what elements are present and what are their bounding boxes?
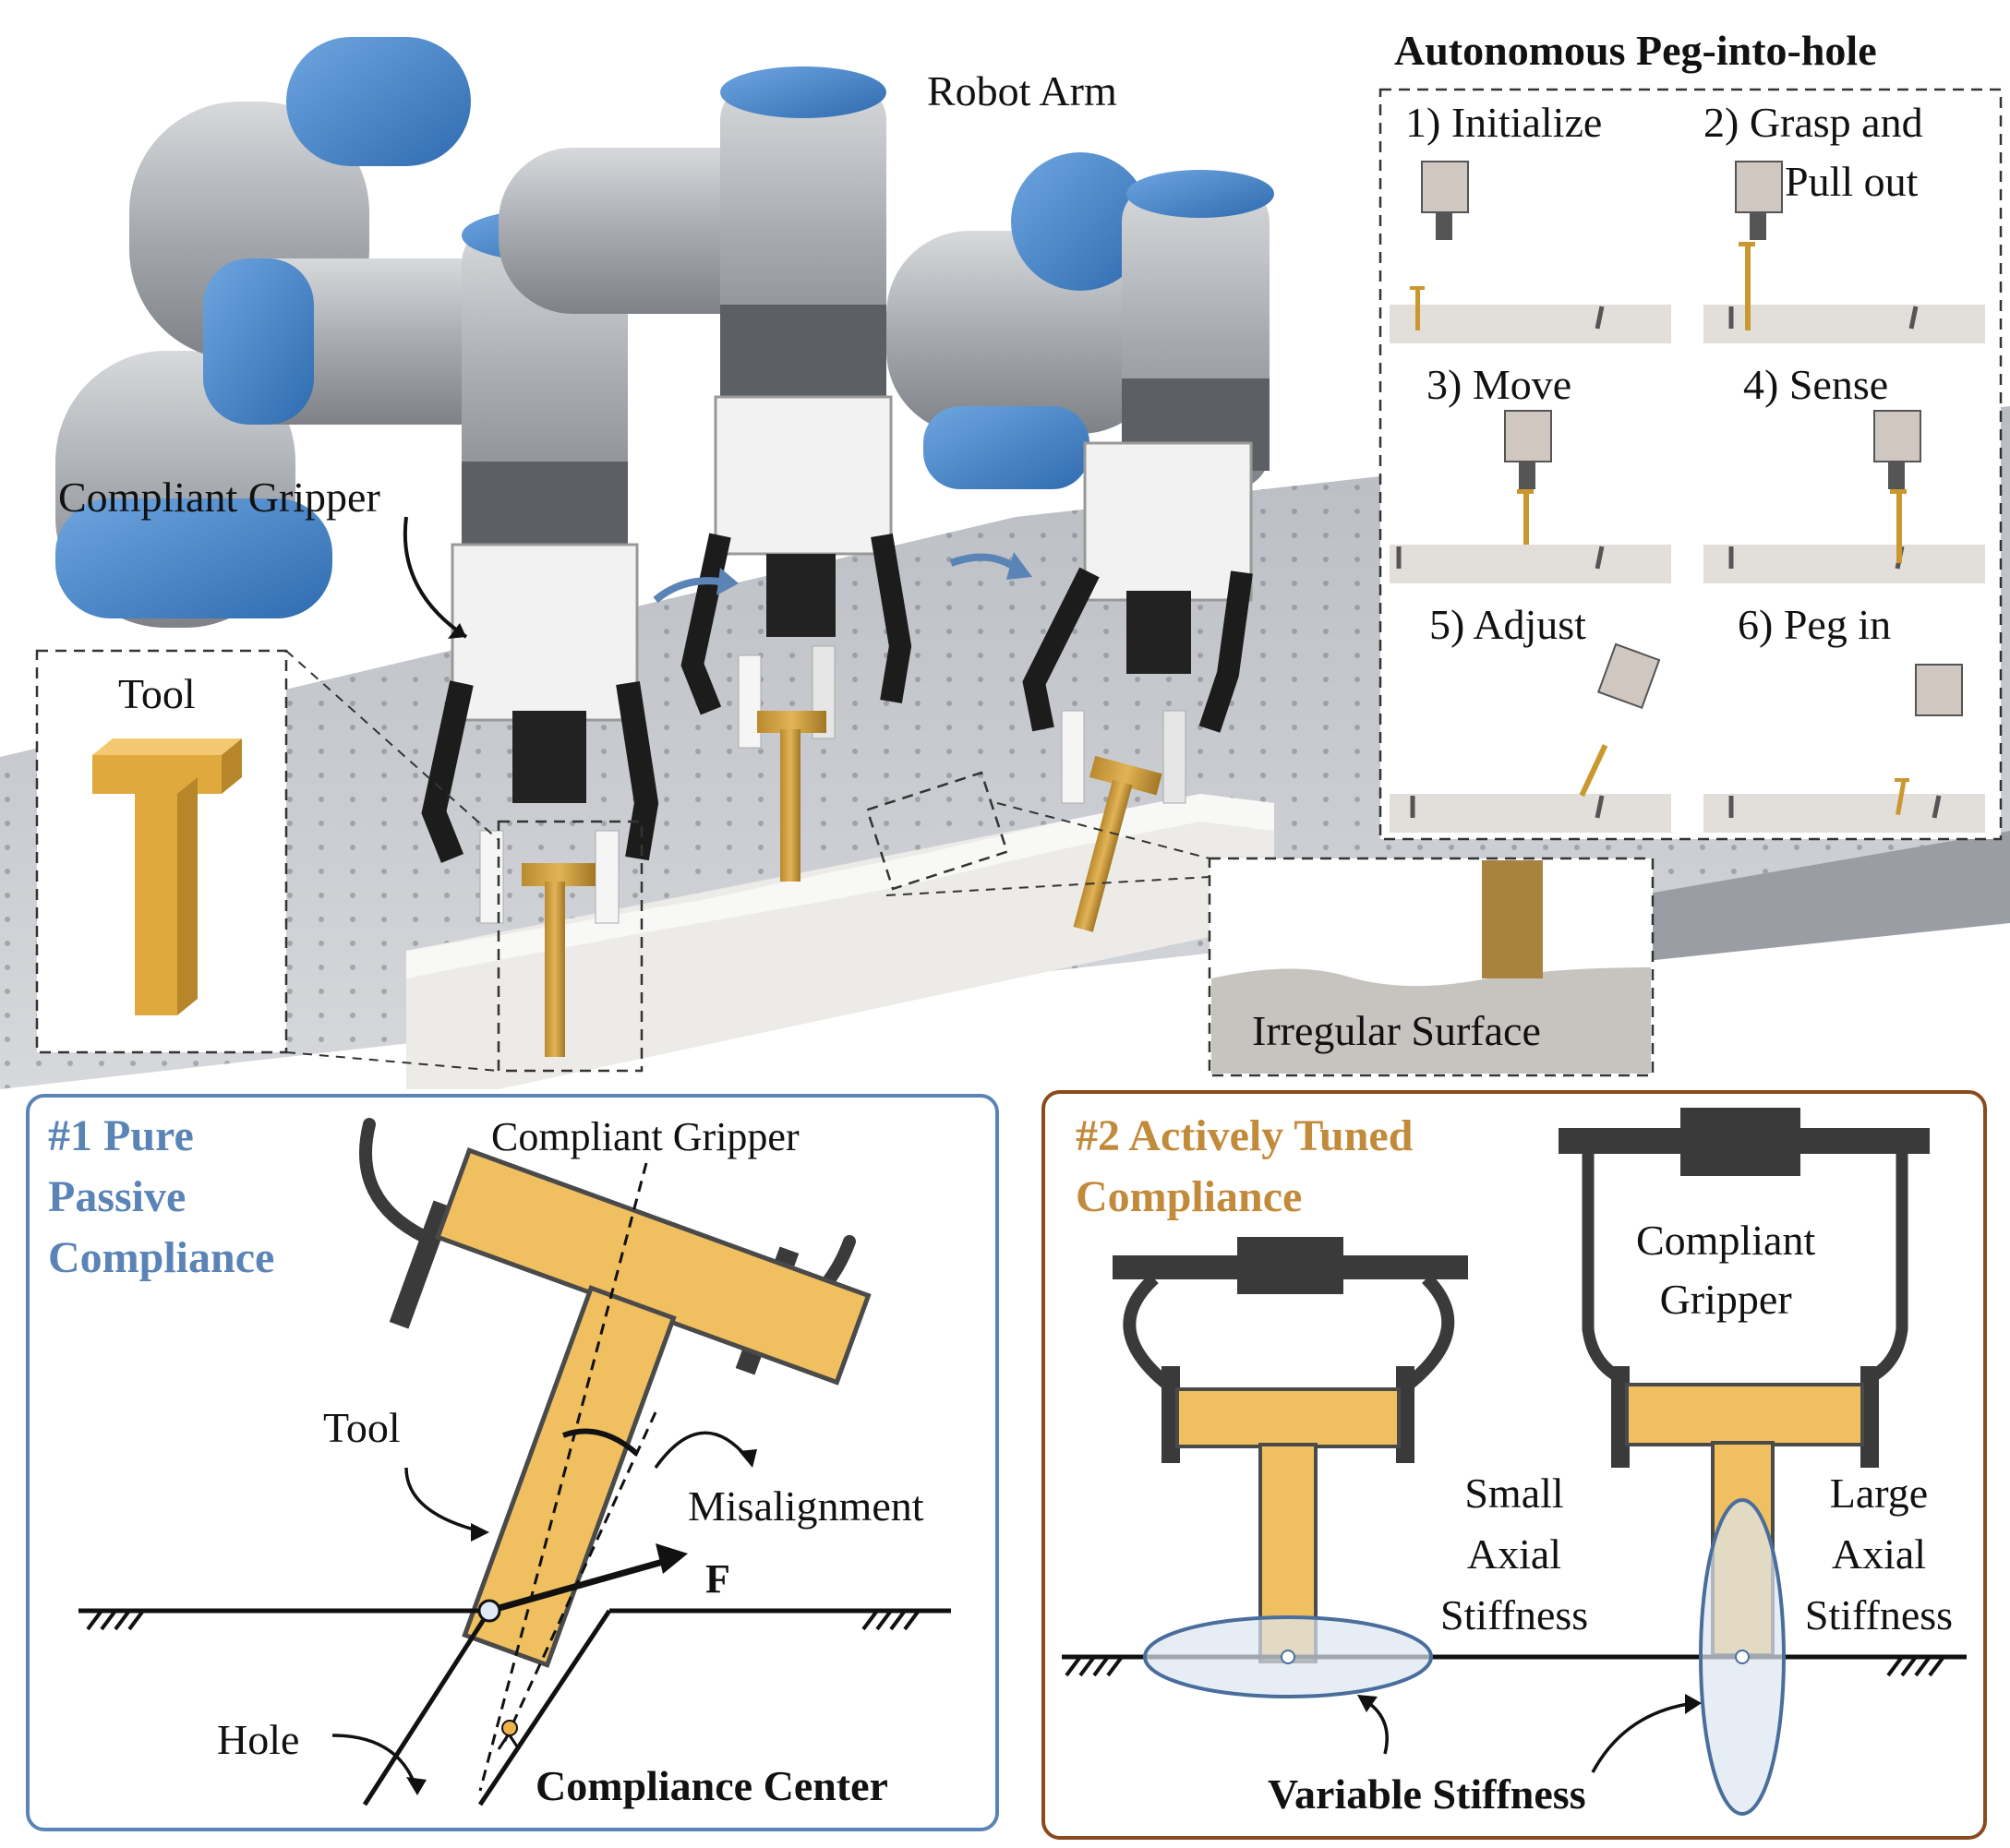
- step-1-label: 1) Initialize: [1405, 99, 1603, 146]
- variable-stiffness-label: Variable Stiffness: [1268, 1770, 1586, 1818]
- small-stiffness-line2: Axial: [1466, 1530, 1562, 1578]
- force-label: F: [705, 1556, 730, 1602]
- variable-stiffness-arrow-right: [1591, 1701, 1695, 1773]
- gripper-1: [421, 543, 659, 924]
- gripper-callout-arrow: [403, 516, 468, 639]
- panel1-tool-label: Tool: [323, 1404, 401, 1451]
- panel2-title-line1: #2 Actively Tuned: [1076, 1111, 1414, 1160]
- step-2-label: 2) Grasp and: [1703, 99, 1923, 146]
- panel1-tool-axis: [501, 1411, 657, 1746]
- panel2-gripper-line2: Gripper: [1659, 1276, 1792, 1323]
- robot-arm-1: [55, 37, 628, 628]
- process-panel: [1378, 88, 2003, 841]
- step-5-label: 5) Adjust: [1429, 601, 1586, 648]
- misalignment-callout-arrow: [654, 1431, 750, 1470]
- large-stiffness-line2: Axial: [1831, 1530, 1927, 1578]
- robot-arm-label: Robot Arm: [927, 67, 1117, 114]
- small-stiffness-label: Small Axial Stiffness: [1440, 1463, 1588, 1646]
- panel1-tool: [434, 1147, 872, 1668]
- step-2-label-line2: Pull out: [1785, 158, 1919, 205]
- small-stiffness-line1: Small: [1464, 1470, 1564, 1517]
- panel1-title-line3: Compliance: [48, 1233, 275, 1282]
- tool-3d-icon: [92, 738, 242, 1015]
- robot-arm-3: [886, 152, 1274, 489]
- panel2-title-line2: Compliance: [1076, 1172, 1303, 1221]
- large-stiffness-line3: Stiffness: [1804, 1591, 1954, 1638]
- panel1-misalignment-arc: [561, 1428, 639, 1457]
- surface-focus-box: [865, 771, 1009, 891]
- gripper-3: [1022, 441, 1253, 804]
- tool-label: Tool: [118, 670, 196, 717]
- tool-callout-arrow: [404, 1467, 486, 1534]
- process-title: Autonomous Peg-into-hole: [1394, 27, 1877, 74]
- panel2-title: #2 Actively Tuned Compliance: [1076, 1106, 1413, 1228]
- force-arrow: [488, 1556, 670, 1614]
- robot-arm-2: [499, 66, 886, 406]
- misalignment-label: Misalignment: [688, 1482, 924, 1530]
- small-stiffness-gripper: [1113, 1237, 1468, 1663]
- panel1-gripper-axis: [478, 1162, 648, 1792]
- panel1-title: #1 Pure Passive Compliance: [48, 1106, 274, 1289]
- panel1-title-line1: #1 Pure: [48, 1111, 194, 1160]
- compliant-gripper-label: Compliant Gripper: [58, 474, 380, 521]
- compliance-center-label: Compliance Center: [536, 1762, 888, 1809]
- panel1-ground: [78, 1608, 951, 1806]
- panel1-gripper-label: Compliant Gripper: [491, 1114, 800, 1159]
- step-6-label: 6) Peg in: [1738, 601, 1892, 648]
- irregular-surface-label: Irregular Surface: [1252, 1007, 1541, 1054]
- motion-arrow-1: [653, 577, 721, 604]
- step-3-label: 3) Move: [1426, 361, 1572, 408]
- panel2-gripper-label: Compliant Gripper: [1636, 1211, 1815, 1329]
- small-stiffness-line3: Stiffness: [1440, 1591, 1589, 1638]
- step-4-label: 4) Sense: [1743, 361, 1889, 408]
- peg-3: [1073, 755, 1162, 932]
- panel2-gripper-line1: Compliant: [1636, 1217, 1816, 1264]
- peg-focus-box: [497, 820, 644, 1073]
- foam-block: [406, 794, 1274, 1089]
- peg-2: [757, 711, 826, 882]
- compliance-center-marker: [497, 1720, 521, 1750]
- peg-1: [522, 863, 596, 1057]
- hole-label: Hole: [217, 1716, 300, 1763]
- motion-arrow-2: [949, 553, 1018, 571]
- large-stiffness-line1: Large: [1829, 1470, 1929, 1517]
- panel1-title-line2: Passive: [48, 1172, 187, 1221]
- large-stiffness-label: Large Axial Stiffness: [1787, 1463, 1971, 1646]
- irregular-surface-inset: [1208, 857, 1655, 1077]
- hole-callout-arrow: [331, 1734, 417, 1787]
- contact-point: [477, 1599, 501, 1623]
